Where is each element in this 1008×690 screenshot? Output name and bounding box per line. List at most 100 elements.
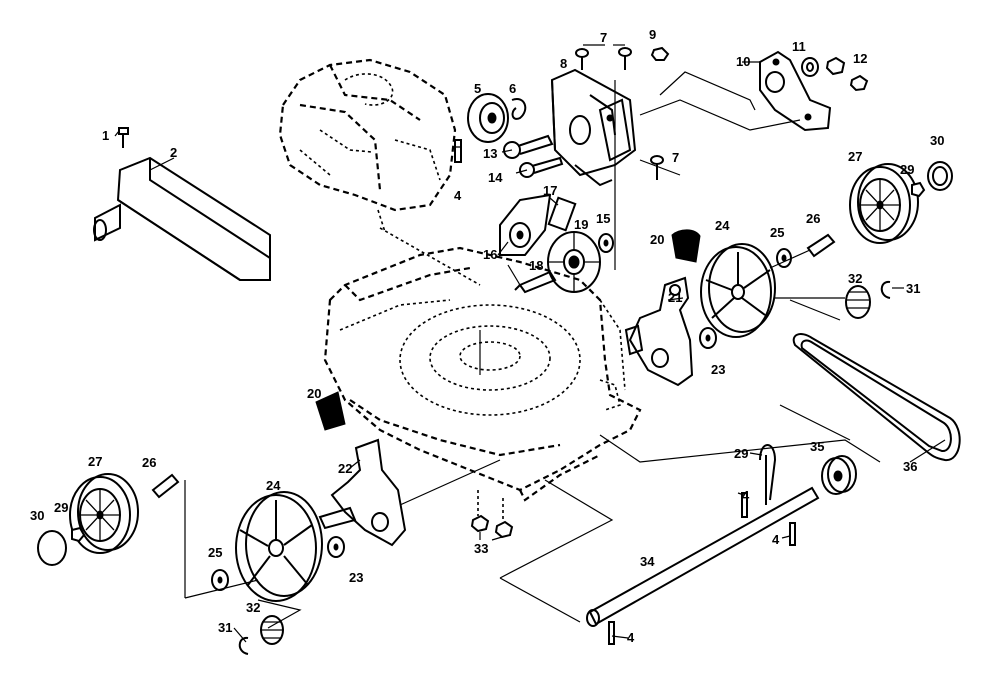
part-22-bracket xyxy=(318,438,407,547)
callout-35: 35 xyxy=(810,439,824,454)
callout-32-lower: 32 xyxy=(246,600,260,615)
callout-26-lower: 26 xyxy=(142,455,156,470)
bracket-line-lower xyxy=(639,159,681,176)
callout-21: 21 xyxy=(668,290,682,305)
bracket-22-axis xyxy=(399,459,501,506)
part-33-nut-a xyxy=(470,514,490,533)
part-7-screw-b xyxy=(618,47,632,70)
axle-outline-right xyxy=(779,404,851,441)
part-33-nut-b xyxy=(494,520,514,539)
part-29-pin-upper xyxy=(911,181,926,198)
axle-outline-left xyxy=(499,479,614,579)
lower-pinion-axis xyxy=(257,599,302,629)
part-31-clip-lower xyxy=(238,636,249,655)
part-10-plate xyxy=(759,50,832,132)
callout-24-lower: 24 xyxy=(266,478,281,493)
part-17-spacer xyxy=(547,196,577,232)
callout-18: 18 xyxy=(529,258,543,273)
part-23-washer-upper xyxy=(699,327,717,349)
callout-25-upper: 25 xyxy=(770,225,784,240)
callout-2: 2 xyxy=(170,145,177,160)
callout-31-lower: 31 xyxy=(218,620,232,635)
lower-wheel-axis-2 xyxy=(184,579,259,599)
callout-10: 10 xyxy=(736,54,750,69)
callout-14: 14 xyxy=(488,170,503,185)
callout-30-upper: 30 xyxy=(930,133,944,148)
callout-7-top: 7 xyxy=(600,30,607,45)
part-20-cover-upper xyxy=(671,229,701,263)
callout-29-hairpin: 29 xyxy=(734,446,748,461)
part-15-washer xyxy=(598,233,614,253)
part-32-pinion-lower xyxy=(260,615,284,645)
callout-15: 15 xyxy=(596,211,610,226)
callout-6: 6 xyxy=(509,81,516,96)
callout-22: 22 xyxy=(338,461,352,476)
part-21-bracket xyxy=(624,276,694,387)
engine-mount-line xyxy=(377,209,386,233)
part-26-stud-lower xyxy=(151,473,180,499)
callout-36: 36 xyxy=(903,459,917,474)
part-7-screw-a xyxy=(575,48,589,70)
part-27-tire-upper xyxy=(849,163,919,244)
callout-20-upper: 20 xyxy=(650,232,664,247)
axle-outline-bottom xyxy=(499,577,581,623)
callout-11: 11 xyxy=(792,39,806,54)
callout-4-upper: 4 xyxy=(454,188,462,203)
callout-27-lower: 27 xyxy=(88,454,102,469)
callout-19: 19 xyxy=(574,217,588,232)
part-7-screw-c xyxy=(650,155,664,180)
part-24-wheel-lower xyxy=(235,491,323,602)
mower-deck xyxy=(323,246,642,502)
part-29-hairpin xyxy=(759,444,777,505)
part-23-washer-lower xyxy=(327,536,345,558)
callout-24-upper: 24 xyxy=(715,218,730,233)
engine-outline xyxy=(278,58,457,212)
axle-outline-upper xyxy=(599,434,881,463)
callout-23-lower: 23 xyxy=(349,570,363,585)
callout-13: 13 xyxy=(483,146,497,161)
part-2-cover xyxy=(93,156,271,281)
part-4-pin-b xyxy=(789,522,796,546)
part-12-nut xyxy=(825,56,869,92)
bracket-line-mid xyxy=(639,99,801,131)
part-35-pulley xyxy=(821,455,857,495)
part-14-bolt xyxy=(519,156,564,178)
callout-31-upper: 31 xyxy=(906,281,920,296)
callout-12: 12 xyxy=(853,51,867,66)
part-30-cap-lower xyxy=(37,530,67,566)
callout-25-lower: 25 xyxy=(208,545,222,560)
callout-labels: 1 2 4 4 4 4 5 6 7 7 8 9 10 11 12 13 14 1… xyxy=(30,27,944,645)
part-32-pinion-upper xyxy=(845,285,871,319)
part-4-pin-a xyxy=(741,492,748,518)
callout-16: 16 xyxy=(483,247,497,262)
callout-9: 9 xyxy=(649,27,656,42)
part-6-clip xyxy=(511,98,527,120)
part-30-cap-upper xyxy=(927,161,953,191)
callout-4-lower-c: 4 xyxy=(627,630,635,645)
callout-27-upper: 27 xyxy=(848,149,862,164)
part-16-bearing xyxy=(499,193,552,256)
callout-leaders xyxy=(114,44,946,643)
callout-34: 34 xyxy=(640,554,655,569)
part-26-stud-upper xyxy=(806,233,836,258)
callout-20-lower: 20 xyxy=(307,386,321,401)
callout-7-side: 7 xyxy=(672,150,679,165)
bracket-line-top xyxy=(659,71,756,111)
part-19-gear xyxy=(547,231,601,293)
callout-33-leader-b xyxy=(491,536,503,541)
callout-29-upper: 29 xyxy=(900,162,914,177)
callout-4-lower-a: 4 xyxy=(742,488,750,503)
part-5-pulley xyxy=(467,93,509,143)
callout-17: 17 xyxy=(543,183,557,198)
callout-30-lower: 30 xyxy=(30,508,44,523)
engine-deck-line xyxy=(379,227,481,286)
callout-4-lower-b: 4 xyxy=(772,532,780,547)
part-36-belt xyxy=(792,333,961,461)
part-18-bolt xyxy=(514,270,557,294)
callout-23-upper: 23 xyxy=(711,362,725,377)
part-24-wheel-upper xyxy=(700,243,776,338)
part-1-bolt xyxy=(118,127,129,148)
pinion-upper-axis-2 xyxy=(789,299,841,321)
wheel-upper-axis xyxy=(769,249,811,269)
